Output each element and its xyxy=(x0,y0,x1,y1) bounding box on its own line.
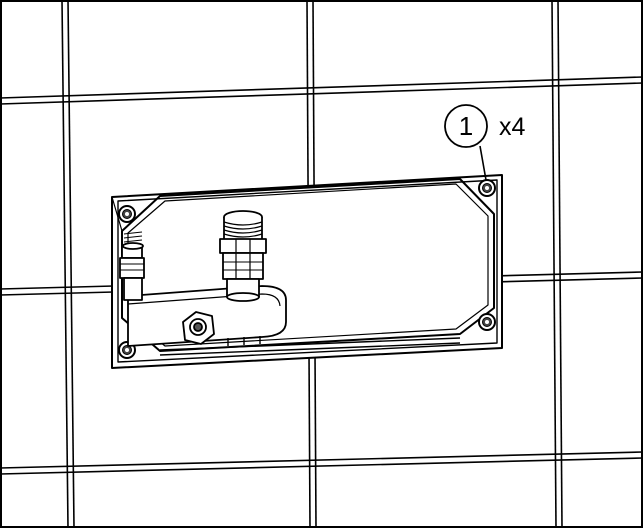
panel-inner-edge xyxy=(117,179,498,363)
callout-quantity: x4 xyxy=(499,113,526,141)
callout-circle xyxy=(444,104,488,148)
screw-icon xyxy=(478,179,496,197)
panel-outer-edge xyxy=(111,174,503,369)
grout-lines-horizontal xyxy=(0,76,643,475)
screw-icon xyxy=(118,205,136,223)
callout: 1 x4 xyxy=(444,104,526,181)
valve-assembly xyxy=(119,210,287,347)
wall-panel xyxy=(111,174,503,369)
screws xyxy=(118,179,496,359)
screw-icon xyxy=(478,313,496,331)
callout-number: 1 xyxy=(459,111,473,141)
pipe-nut-icon xyxy=(182,311,215,345)
callout-leader-line xyxy=(479,145,487,181)
valve-fitting-icon xyxy=(119,231,145,301)
valve-fitting-icon xyxy=(219,210,267,302)
